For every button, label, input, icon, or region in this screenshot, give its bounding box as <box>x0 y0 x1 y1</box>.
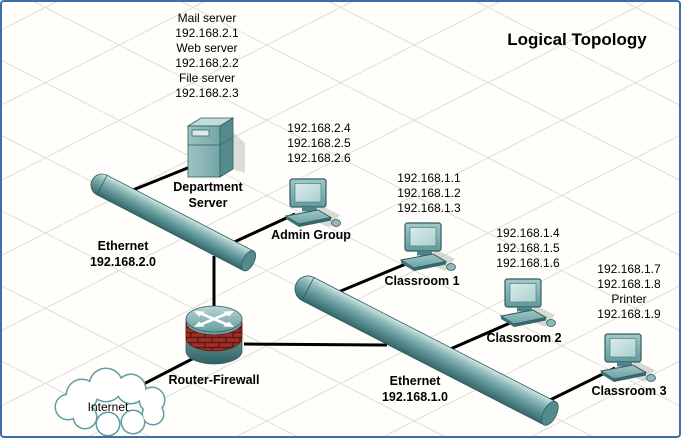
classroom3-ip-line: 192.168.1.9 <box>597 307 661 321</box>
classroom3-ip-list: 192.168.1.7 192.168.1.8 Printer 192.168.… <box>597 262 660 322</box>
ethernet-segment-icon-192-168-2-0[interactable] <box>87 170 258 273</box>
internet-label: Internet <box>87 400 129 414</box>
router-firewall-label: Router-Firewall <box>168 373 260 387</box>
classroom1-ip-line: 192.168.1.3 <box>397 201 461 215</box>
internet-cloud-icon[interactable] <box>54 367 166 436</box>
server-ip-line: 192.168.2.3 <box>175 86 239 100</box>
server-ip-line: 192.168.2.2 <box>175 56 239 70</box>
classroom1-ip-line: 192.168.1.1 <box>397 171 461 185</box>
server-ip-line: Mail server <box>177 11 237 25</box>
classroom3-ip-line: Printer <box>611 292 647 306</box>
admin-ip-line: 192.168.2.6 <box>287 151 351 165</box>
router-firewall-icon[interactable] <box>185 305 243 365</box>
server-ip-line: Web server <box>176 41 238 55</box>
link-backbone1-classroom1 <box>335 259 414 295</box>
classroom1-label: Classroom 1 <box>384 274 460 288</box>
link-router-backbone1 <box>243 342 388 347</box>
classroom2-ip-list: 192.168.1.4 192.168.1.5 192.168.1.6 <box>496 226 559 271</box>
page-title: Logical Topology <box>507 30 647 49</box>
server-ip-line: 192.168.2.1 <box>175 26 239 40</box>
classroom3-ip-line: 192.168.1.7 <box>597 262 661 276</box>
ethernet-segment-icon-192-168-1-0[interactable] <box>290 271 561 427</box>
classroom2-ip-line: 192.168.1.6 <box>496 256 560 270</box>
link-admin-backbone2 <box>229 212 296 246</box>
router-arrows-icon <box>200 312 228 326</box>
classroom2-label: Classroom 2 <box>486 331 562 345</box>
admin-ip-line: 192.168.2.4 <box>287 121 351 135</box>
classroom1-pc-icon[interactable] <box>400 222 457 272</box>
admin-group-pc-icon[interactable] <box>285 178 342 228</box>
admin-ip-list: 192.168.2.4 192.168.2.5 192.168.2.6 <box>287 121 350 166</box>
classroom2-ip-line: 192.168.1.4 <box>496 226 560 240</box>
classroom2-pc-icon[interactable] <box>500 278 557 328</box>
server-ip-list: Mail server 192.168.2.1 Web server 192.1… <box>175 11 238 101</box>
admin-group-label: Admin Group <box>271 228 351 242</box>
router-arrowheads <box>194 311 234 327</box>
admin-ip-line: 192.168.2.5 <box>287 136 351 150</box>
department-server-icon[interactable] <box>186 117 245 178</box>
department-server-label: Department Server <box>173 180 243 210</box>
classroom2-ip-line: 192.168.1.5 <box>496 241 560 255</box>
classroom1-ip-line: 192.168.1.2 <box>397 186 461 200</box>
ethernet2-label: Ethernet 192.168.2.0 <box>89 239 157 269</box>
link-server-backbone2 <box>127 163 196 194</box>
classroom3-ip-line: 192.168.1.8 <box>597 277 661 291</box>
server-ip-line: File server <box>178 71 235 85</box>
classroom3-pc-icon[interactable] <box>600 333 657 383</box>
ethernet1-label: Ethernet 192.168.1.0 <box>381 374 449 404</box>
classroom1-ip-list: 192.168.1.1 192.168.1.2 192.168.1.3 <box>397 171 460 216</box>
classroom3-label: Classroom 3 <box>591 384 667 398</box>
